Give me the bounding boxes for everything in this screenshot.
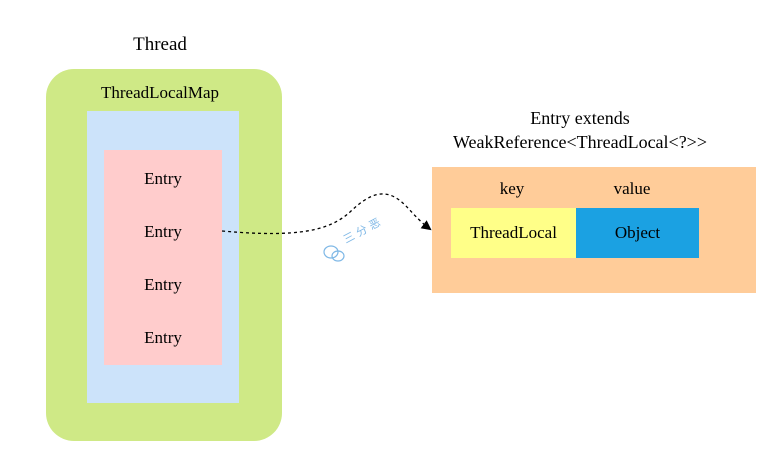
watermark: 三 分 恶 (322, 216, 402, 266)
entry-class-title-line1: Entry extends (530, 108, 630, 128)
map-entry-3: Entry (144, 275, 182, 294)
key-cell: ThreadLocal (451, 208, 576, 258)
thread-local-map-title: ThreadLocalMap (101, 83, 219, 102)
map-entry-4: Entry (144, 328, 182, 347)
wechat-icon (323, 245, 345, 262)
key-label: key (499, 179, 525, 198)
entries-container (104, 150, 222, 365)
value-cell: Object (576, 208, 699, 258)
map-entry-2: Entry (144, 222, 182, 241)
value-label: value (613, 179, 651, 198)
map-entry-1: Entry (144, 169, 182, 188)
thread-title: Thread (133, 34, 187, 55)
entry-class-title-line2: WeakReference<ThreadLocal<?>> (452, 132, 707, 152)
